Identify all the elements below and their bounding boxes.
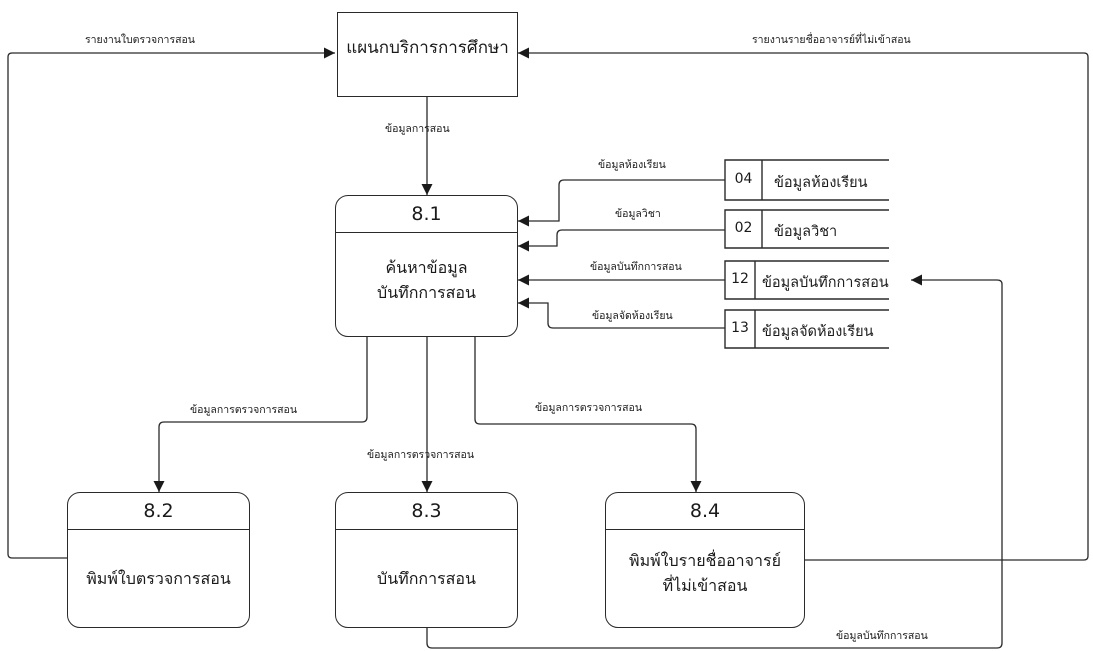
process-8-2-id: 8.2: [68, 493, 249, 530]
flow-label-report-inspection: รายงานใบตรวจการสอน: [85, 34, 195, 46]
store-13-id: 13: [731, 320, 749, 336]
store-outline-04: [724, 159, 889, 201]
store-02-name: ข้อมูลวิชา: [774, 224, 838, 240]
flow-line-allocation: [518, 297, 725, 329]
process-8-4-name-line2: ที่ไม่เข้าสอน: [662, 575, 748, 595]
flow-label-inspection-84: ข้อมูลการตรวจการสอน: [535, 402, 643, 414]
store-02-id: 02: [734, 220, 753, 236]
store-12-name: ข้อมูลบันทึกการสอน: [762, 275, 889, 291]
store-outline-13: [724, 309, 889, 349]
process-8-4-name: พิมพ์ใบรายชื่ออาจารย์ ที่ไม่เข้าสอน: [606, 549, 804, 599]
store-04-name: ข้อมูลห้องเรียน: [774, 175, 868, 191]
flow-line-subject: [518, 229, 725, 252]
store-outline-12: [724, 260, 889, 300]
external-entity-education-service: แผนกบริการการศึกษา: [337, 12, 518, 97]
external-entity-label: แผนกบริการการศึกษา: [346, 38, 509, 58]
process-8-1: 8.1 ค้นหาข้อมูล บันทึกการสอน: [335, 195, 518, 337]
flow-label-classroom: ข้อมูลห้องเรียน: [598, 159, 666, 171]
process-8-4-id: 8.4: [606, 493, 804, 530]
process-8-4-name-line1: พิมพ์ใบรายชื่ออาจารย์: [629, 551, 781, 570]
flow-label-teaching-info: ข้อมูลการสอน: [385, 123, 450, 135]
process-8-2-name: พิมพ์ใบตรวจการสอน: [68, 567, 249, 592]
process-8-1-name-line1: ค้นหาข้อมูล: [385, 258, 468, 277]
process-8-2-name-line1: พิมพ์ใบตรวจการสอน: [86, 569, 231, 588]
process-8-3-name-line1: บันทึกการสอน: [377, 569, 476, 588]
store-12-id: 12: [731, 271, 749, 287]
process-8-1-name: ค้นหาข้อมูล บันทึกการสอน: [336, 256, 517, 306]
flow-line-to-84: [474, 337, 702, 492]
store-outline-02: [724, 209, 889, 249]
flow-label-allocation: ข้อมูลจัดห้องเรียน: [592, 310, 673, 322]
flow-label-inspection-83: ข้อมูลการตรวจการสอน: [367, 449, 475, 461]
process-8-2: 8.2 พิมพ์ใบตรวจการสอน: [67, 492, 250, 628]
flow-label-subject: ข้อมูลวิชา: [615, 208, 661, 220]
flow-line-to-82: [153, 337, 368, 492]
flow-line-classroom: [518, 179, 725, 227]
flow-label-record-from-83: ข้อมูลบันทึกการสอน: [836, 630, 928, 642]
process-8-3: 8.3 บันทึกการสอน: [335, 492, 518, 628]
process-8-1-name-line2: บันทึกการสอน: [377, 282, 476, 302]
flow-label-report-absent: รายงานรายชื่ออาจารย์ที่ไม่เข้าสอน: [752, 34, 911, 46]
process-8-3-name: บันทึกการสอน: [336, 567, 517, 592]
process-8-1-id: 8.1: [336, 196, 517, 233]
flow-line-report-absent: [518, 47, 1089, 561]
flow-label-record: ข้อมูลบันทึกการสอน: [590, 261, 682, 273]
store-04-id: 04: [734, 171, 753, 187]
flow-line-record-from-83: [426, 274, 1003, 649]
process-8-4: 8.4 พิมพ์ใบรายชื่ออาจารย์ ที่ไม่เข้าสอน: [605, 492, 805, 628]
process-8-3-id: 8.3: [336, 493, 517, 530]
flow-line-report-inspection: [7, 47, 335, 559]
store-13-name: ข้อมูลจัดห้องเรียน: [762, 324, 874, 340]
flow-label-inspection-82: ข้อมูลการตรวจการสอน: [190, 404, 298, 416]
